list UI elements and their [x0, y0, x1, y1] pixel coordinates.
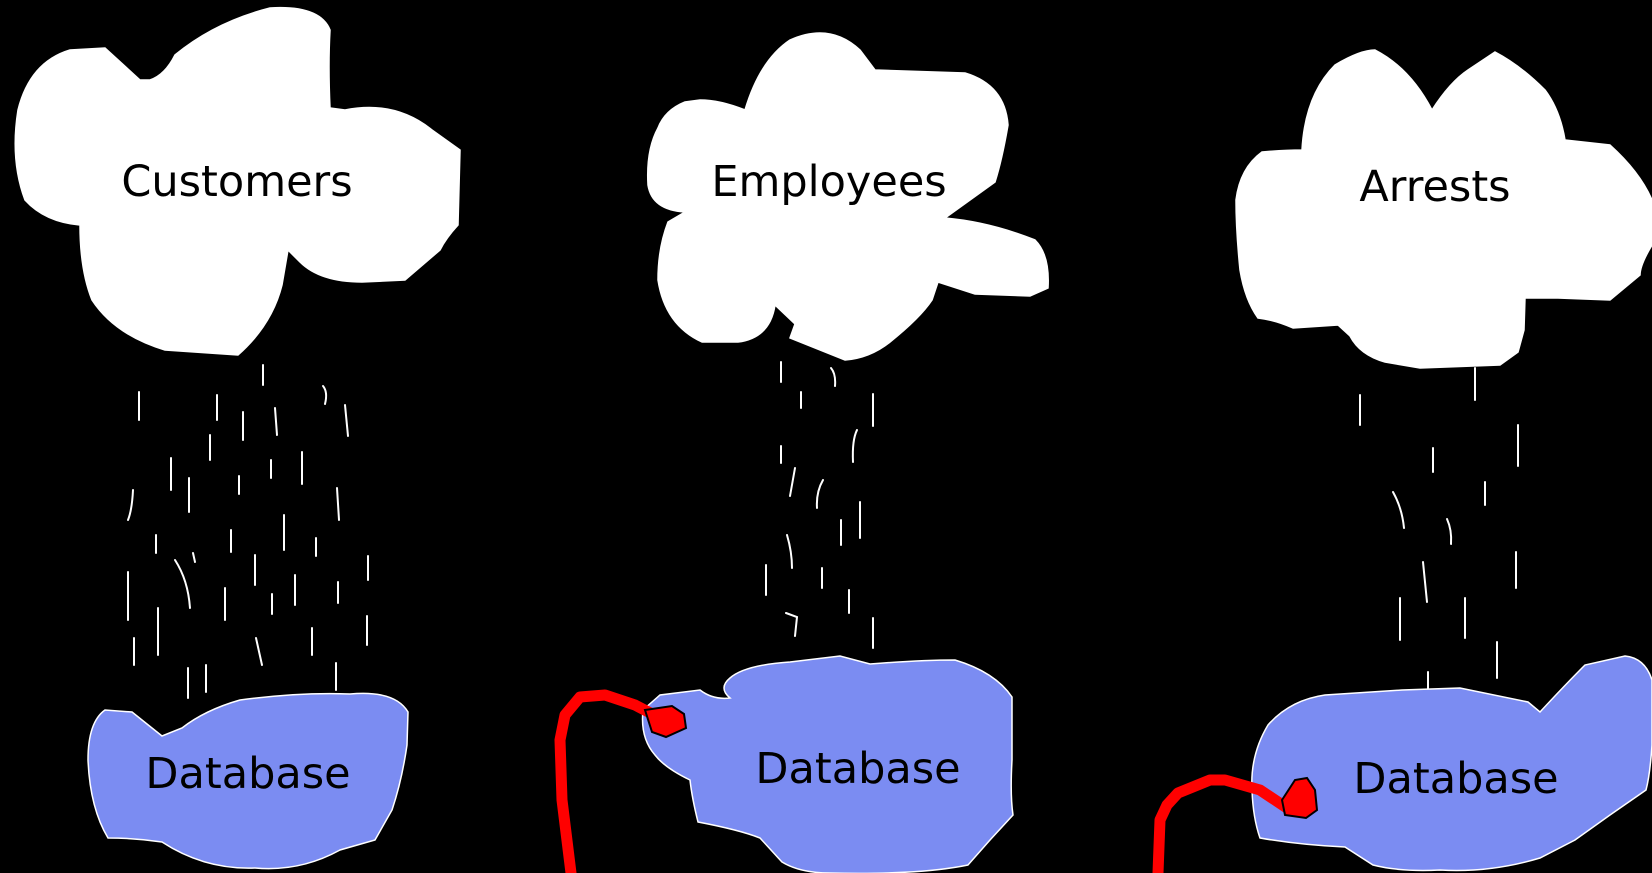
rain-arrests	[1359, 367, 1519, 695]
database-label-customers: Database	[145, 749, 350, 799]
database-label-employees: Database	[755, 744, 960, 794]
panel-arrests: Arrests Database	[1152, 49, 1652, 873]
cloud-label-arrests: Arrests	[1359, 162, 1510, 212]
rain-customers	[127, 364, 369, 699]
panel-customers: Customers	[14, 6, 461, 870]
cloud-customers: Customers	[14, 6, 461, 356]
database-employees: Database	[641, 655, 1014, 873]
pipe-hose	[554, 689, 666, 873]
panel-employees: Employees Database	[554, 32, 1049, 873]
database-shape	[1251, 655, 1652, 872]
pipe-nozzle	[1280, 776, 1319, 820]
database-customers: Database	[87, 692, 409, 870]
cloud-shape	[646, 32, 1049, 361]
cloud-label-employees: Employees	[711, 157, 946, 207]
cloud-label-customers: Customers	[121, 157, 352, 207]
cloud-shape	[14, 6, 461, 356]
database-label-arrests: Database	[1353, 754, 1558, 804]
pipe-nozzle	[643, 704, 688, 739]
pipe-employees	[554, 689, 688, 873]
cloud-employees: Employees	[646, 32, 1049, 361]
rain-employees	[765, 361, 874, 649]
cloud-arrests: Arrests	[1235, 49, 1652, 369]
pipe-hose	[1152, 774, 1296, 873]
pipe-arrests	[1152, 774, 1319, 873]
database-shape	[87, 692, 409, 870]
database-arrests: Database	[1251, 655, 1652, 872]
cloud-shape	[1235, 49, 1652, 369]
